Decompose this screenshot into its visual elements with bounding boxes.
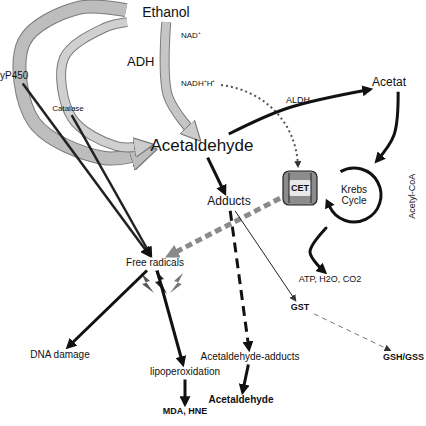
connector-arrow (20, 7, 144, 159)
connector-group (230, 211, 249, 349)
node-text: MDA, HNE (150, 406, 220, 416)
cofactor-label: NADH⁺H⁺ (181, 79, 215, 88)
node-text: Ethanol (128, 4, 204, 20)
transporter-node: CET (282, 170, 318, 206)
connector-arrow (208, 158, 225, 193)
text-node: Catalase (48, 104, 88, 113)
connector-group (20, 7, 144, 159)
node-text: CET (291, 183, 309, 193)
connector-group (185, 380, 186, 405)
text-node: Acetaldehyde-adducts (195, 351, 305, 363)
connector-arrow (230, 211, 249, 349)
transporter-segment (289, 173, 290, 203)
text-node: lipoperoxidation (140, 366, 230, 378)
connector-arrow (310, 228, 326, 272)
connector-group (243, 365, 249, 393)
connector-group (157, 271, 183, 365)
connector-outline (20, 7, 144, 159)
cycle-node: Krebs Cycle (322, 163, 386, 227)
node-text: Krebs Cycle (332, 184, 376, 207)
edge-label: Acetyl-CoA (407, 161, 417, 231)
connector-group (68, 271, 147, 348)
connector-group (377, 92, 398, 161)
text-node: GST (288, 302, 312, 312)
text-node: yP450 (0, 70, 34, 82)
transporter-segment (311, 173, 312, 203)
connector-arrow (235, 211, 295, 300)
node-text: Acetat (372, 76, 426, 90)
transporter-channel (289, 180, 311, 196)
connector-arrow (61, 22, 144, 147)
text-node: Adducts (204, 195, 254, 209)
connector-arrow (72, 115, 151, 255)
connector-group (235, 211, 295, 300)
connector-arrow (23, 84, 150, 256)
connector-arrow (68, 271, 147, 348)
edge-label: ADH (127, 55, 154, 70)
node-text: Adducts (204, 195, 254, 209)
connector-arrow (377, 92, 398, 161)
edge-layer (20, 7, 399, 404)
node-text: lipoperoxidation (140, 366, 230, 378)
node-text: Acetaldehyde (146, 136, 258, 156)
connector-group (23, 84, 150, 256)
text-node: DNA damage (20, 349, 100, 361)
connector-group (310, 228, 326, 272)
connector-arrow (229, 89, 370, 134)
edge-label: ALDH (286, 95, 310, 105)
text-node: Acetat (372, 76, 426, 90)
node-text: Free radicals (122, 257, 188, 269)
connector-arrow (314, 314, 390, 350)
text-node: GSH/GSS (383, 352, 426, 362)
text-node: Ethanol (128, 4, 204, 20)
text-node: Free radicals (122, 257, 188, 269)
text-node: Acetaldehyde (146, 136, 258, 156)
cycle-arrow (330, 168, 381, 222)
connector-arrow (157, 271, 183, 365)
node-text: GSH/GSS (383, 352, 426, 362)
node-text: Acetaldehyde-adducts (195, 351, 305, 363)
lightning-bolt (170, 273, 183, 293)
cofactor-label: NAD⁺ (181, 31, 201, 40)
transporter-body (283, 171, 317, 205)
connector-group (61, 22, 144, 147)
node-text: yP450 (0, 70, 34, 82)
text-node: MDA, HNE (150, 406, 220, 416)
connector-group (314, 314, 390, 350)
connector-arrow (184, 380, 187, 405)
connector-group (229, 89, 370, 134)
node-text: GST (288, 302, 312, 312)
connector-group (208, 158, 225, 193)
node-text: ATP, H2O, CO2 (294, 274, 366, 284)
node-text: Acetaldehyde (205, 394, 277, 406)
node-text: DNA damage (20, 349, 100, 361)
connector-outline (61, 22, 144, 147)
connector-arrow (243, 365, 249, 393)
text-node: Acetaldehyde (205, 394, 277, 406)
text-node: ATP, H2O, CO2 (294, 274, 366, 284)
node-text: Catalase (48, 104, 88, 113)
cycle-arrowhead (326, 200, 333, 208)
connector-group (72, 115, 151, 255)
